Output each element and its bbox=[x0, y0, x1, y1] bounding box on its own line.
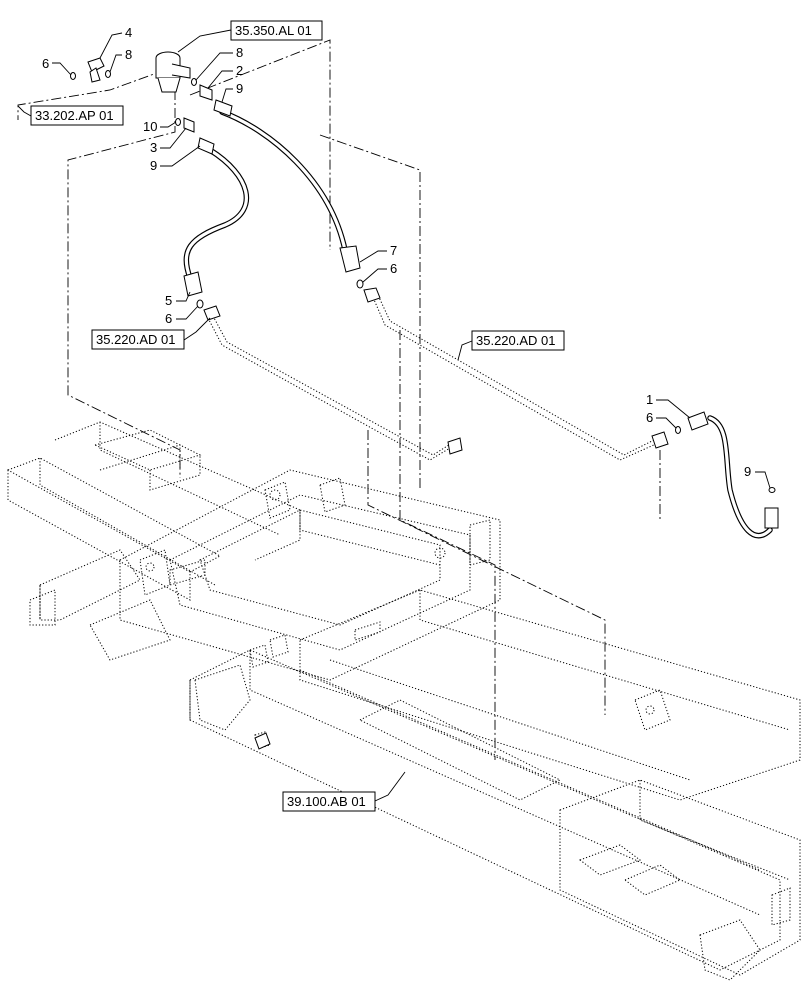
hose-end-9c-part bbox=[764, 507, 779, 529]
adapter-3-part bbox=[183, 117, 195, 133]
ref-35-350-al-01[interactable]: 35.350.AL 01 bbox=[177, 20, 323, 53]
callout-2: 2 bbox=[236, 63, 243, 78]
reference-boxes[interactable]: 35.350.AL 01 33.202.AP 01 35.220.AD 01 3… bbox=[17, 20, 565, 812]
elbow-fitting bbox=[447, 437, 463, 455]
ref-label: 35.220.AD 01 bbox=[96, 332, 176, 347]
tube-routing bbox=[207, 292, 666, 461]
hose-end-9a bbox=[213, 99, 233, 117]
reservoir-part bbox=[155, 51, 191, 93]
pin-part bbox=[254, 732, 271, 750]
callout-5: 5 bbox=[165, 293, 172, 308]
ref-label: 35.350.AL 01 bbox=[235, 23, 312, 38]
chassis-frame bbox=[7, 421, 801, 981]
callout-6c: 6 bbox=[165, 311, 172, 326]
washer-6b bbox=[356, 279, 364, 289]
callout-8a: 8 bbox=[125, 47, 132, 62]
union-left-bottom bbox=[203, 305, 221, 321]
union-left-top bbox=[363, 287, 381, 303]
fittings bbox=[70, 51, 779, 750]
callout-9b: 9 bbox=[150, 158, 157, 173]
washer-6c bbox=[196, 299, 204, 309]
adapter-2-part bbox=[199, 84, 213, 101]
assembly-guide-lines bbox=[17, 39, 661, 760]
tee-fitting-part bbox=[87, 57, 105, 83]
callout-3: 3 bbox=[150, 140, 157, 155]
ref-39-100-ab-01[interactable]: 39.100.AB 01 bbox=[282, 771, 406, 812]
callout-6a: 6 bbox=[42, 56, 49, 71]
ref-33-202-ap-01[interactable]: 33.202.AP 01 bbox=[17, 105, 124, 126]
callout-4: 4 bbox=[125, 25, 132, 40]
callout-8b: 8 bbox=[236, 45, 243, 60]
washer-9c bbox=[768, 487, 776, 493]
washer-10 bbox=[175, 118, 181, 126]
hose-end-5-part bbox=[183, 271, 203, 297]
ref-label: 35.220.AD 01 bbox=[476, 333, 556, 348]
ref-label: 39.100.AB 01 bbox=[287, 794, 366, 809]
callout-6d: 6 bbox=[646, 410, 653, 425]
callouts: 4 6 8 8 2 9 10 3 9 7 6 5 6 1 6 9 bbox=[42, 25, 771, 489]
hose-end-9b bbox=[197, 137, 215, 155]
washer-6d bbox=[675, 426, 681, 434]
callout-1: 1 bbox=[646, 392, 653, 407]
washer-8a bbox=[105, 70, 111, 78]
hose-end-7 bbox=[339, 245, 361, 273]
callout-7: 7 bbox=[390, 243, 397, 258]
washer-6a bbox=[70, 72, 76, 80]
callout-10: 10 bbox=[143, 119, 157, 134]
ref-label: 33.202.AP 01 bbox=[35, 108, 114, 123]
ref-35-220-ad-01-right[interactable]: 35.220.AD 01 bbox=[457, 330, 565, 361]
union-right bbox=[651, 431, 669, 449]
callout-6b: 6 bbox=[390, 261, 397, 276]
callout-9c: 9 bbox=[744, 464, 751, 479]
hose-end-1-part bbox=[687, 411, 709, 431]
washer-8b bbox=[191, 78, 197, 86]
ref-35-220-ad-01-left[interactable]: 35.220.AD 01 bbox=[91, 317, 211, 350]
hoses bbox=[183, 109, 773, 539]
callout-9a: 9 bbox=[236, 81, 243, 96]
